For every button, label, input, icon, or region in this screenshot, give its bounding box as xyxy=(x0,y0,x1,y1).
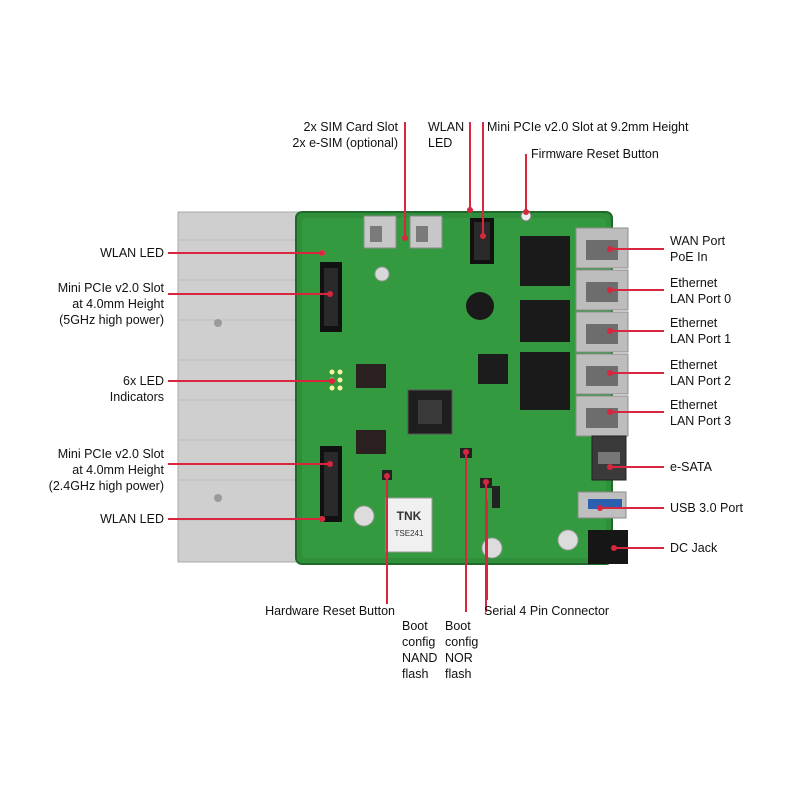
label-lan2: Ethernet LAN Port 2 xyxy=(670,358,732,388)
label-mini-pcie-24ghz: Mini PCIe v2.0 Slot at 4.0mm Height (2.4… xyxy=(48,447,164,493)
capacitor-3 xyxy=(557,529,579,551)
ethernet-transformer-2 xyxy=(520,300,570,342)
capacitor-1 xyxy=(353,505,375,527)
label-boot-nor: Boot config NOR flash xyxy=(445,619,479,681)
memory-chip-2 xyxy=(356,430,386,454)
memory-chip-1 xyxy=(356,364,386,388)
label-lan0: Ethernet LAN Port 0 xyxy=(670,276,732,306)
heatsink xyxy=(177,211,319,563)
label-wlan-led-left-top: WLAN LED xyxy=(100,246,164,260)
label-firmware-reset: Firmware Reset Button xyxy=(531,147,659,161)
label-serial: Serial 4 Pin Connector xyxy=(484,604,610,618)
ethernet-transformer-3 xyxy=(520,352,570,410)
label-wlan-led-left-bottom: WLAN LED xyxy=(100,512,164,526)
heatsink-screw-bottom xyxy=(214,494,222,502)
heatsink-texture xyxy=(178,239,318,521)
label-hw-reset: Hardware Reset Button xyxy=(265,604,395,618)
label-mini-pcie-92: Mini PCIe v2.0 Slot at 9.2mm Height xyxy=(487,120,689,134)
serial-header xyxy=(492,486,500,508)
label-lan3: Ethernet LAN Port 3 xyxy=(670,398,732,428)
transformer-brand: TNK xyxy=(397,509,422,523)
label-led-indicators: 6x LED Indicators xyxy=(109,374,164,404)
label-mini-pcie-5ghz: Mini PCIe v2.0 Slot at 4.0mm Height (5GH… xyxy=(57,281,164,327)
label-lan1: Ethernet LAN Port 1 xyxy=(670,316,732,346)
leader-lines xyxy=(168,122,664,612)
tnk-transformer xyxy=(385,497,433,553)
capacitor-4 xyxy=(374,266,390,282)
rj45-ports xyxy=(575,227,629,437)
label-sim-slot: 2x SIM Card Slot 2x e-SIM (optional) xyxy=(292,120,398,150)
label-usb3: USB 3.0 Port xyxy=(670,501,743,515)
leader-dots xyxy=(319,207,617,551)
transformer-model: TSE241 xyxy=(395,529,424,538)
label-esata: e-SATA xyxy=(670,460,712,474)
buzzer xyxy=(466,292,494,320)
label-boot-nand: Boot config NAND flash xyxy=(402,619,438,681)
secondary-chip xyxy=(478,354,508,384)
label-wlan-led-center: WLAN LED xyxy=(428,120,465,150)
label-dc-jack: DC Jack xyxy=(670,541,718,555)
ethernet-transformer-1 xyxy=(520,236,570,286)
label-wan-port: WAN Port PoE In xyxy=(670,234,726,264)
heatsink-screw-top xyxy=(214,319,222,327)
soc-chip xyxy=(407,389,453,435)
